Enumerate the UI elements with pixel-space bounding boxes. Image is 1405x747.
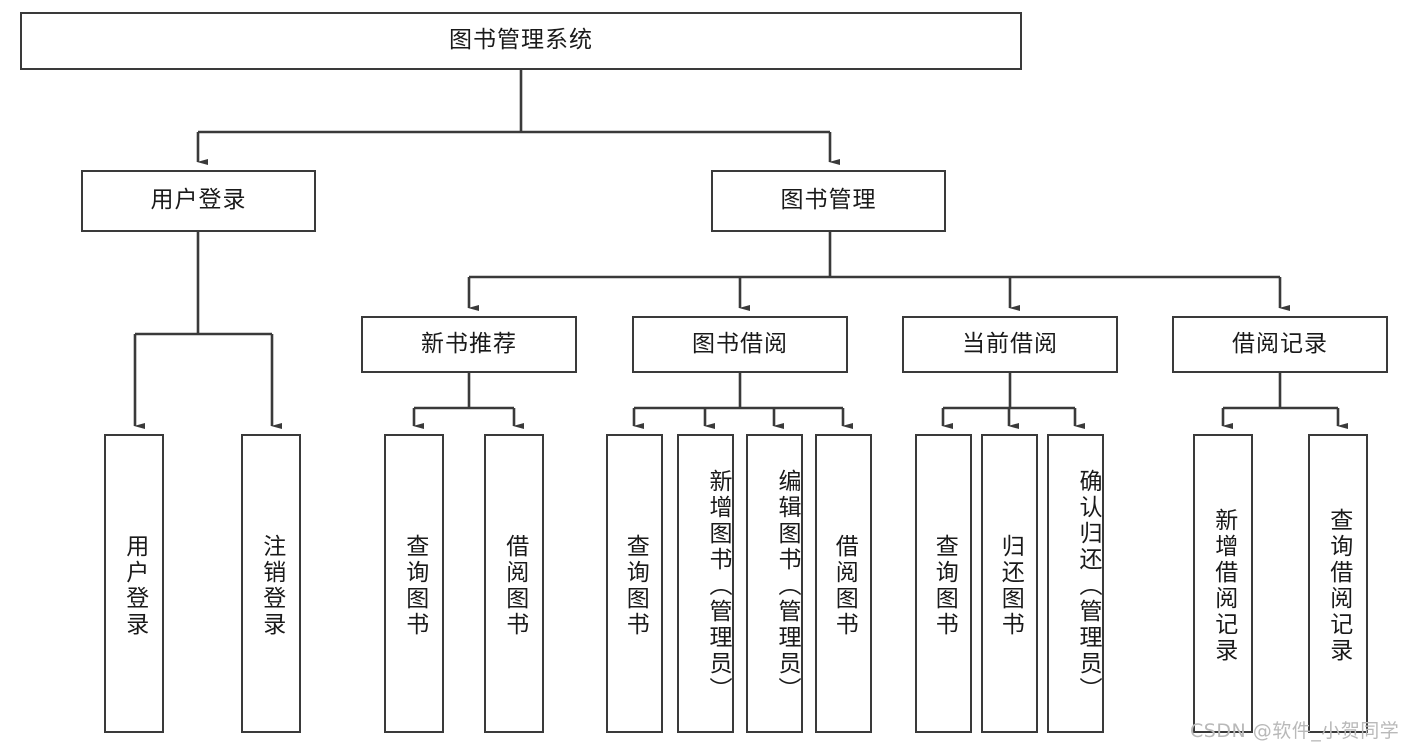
node-new-book-recommend[interactable]: 新书推荐 [361, 316, 577, 373]
node-label: 新书推荐 [421, 330, 517, 357]
node-label: 用户登录 [121, 533, 148, 638]
node-label: 图书管理 [780, 187, 877, 214]
leaf-return-book[interactable]: 归还图书 [981, 434, 1038, 733]
node-label: 编辑图书（管理员） [774, 468, 800, 703]
node-book-management[interactable]: 图书管理 [711, 170, 946, 232]
node-user-login[interactable]: 用户登录 [81, 170, 316, 232]
node-label: 查询图书 [401, 533, 428, 638]
leaf-query-book-borrow[interactable]: 查询图书 [606, 434, 663, 733]
leaf-add-borrow-record[interactable]: 新增借阅记录 [1193, 434, 1253, 733]
node-label: 用户登录 [150, 187, 247, 214]
node-label: 借阅图书 [501, 533, 528, 638]
leaf-logout[interactable]: 注销登录 [241, 434, 301, 733]
leaf-borrow-book-recommend[interactable]: 借阅图书 [484, 434, 544, 733]
node-label: 查询图书 [931, 533, 958, 638]
node-label: 图书管理系统 [449, 27, 593, 54]
node-label: 新增图书（管理员） [705, 468, 731, 703]
node-label: 确认归还（管理员） [1075, 468, 1101, 703]
node-label: 图书借阅 [692, 330, 788, 357]
node-borrow-record[interactable]: 借阅记录 [1172, 316, 1388, 373]
node-label: 新增借阅记录 [1210, 507, 1237, 664]
leaf-confirm-return-admin[interactable]: 确认归还（管理员） [1047, 434, 1104, 733]
leaf-user-login[interactable]: 用户登录 [104, 434, 164, 733]
leaf-borrow-book[interactable]: 借阅图书 [815, 434, 872, 733]
node-label: 注销登录 [258, 533, 285, 638]
node-book-borrow[interactable]: 图书借阅 [632, 316, 848, 373]
node-current-borrow[interactable]: 当前借阅 [902, 316, 1118, 373]
leaf-query-borrow-record[interactable]: 查询借阅记录 [1308, 434, 1368, 733]
csdn-watermark: CSDN @软件_小贺同学 [1190, 720, 1400, 742]
node-label: 归还图书 [997, 533, 1024, 638]
leaf-edit-book-admin[interactable]: 编辑图书（管理员） [746, 434, 803, 733]
leaf-add-book-admin[interactable]: 新增图书（管理员） [677, 434, 734, 733]
node-label: 当前借阅 [962, 330, 1058, 357]
node-root-book-management-system[interactable]: 图书管理系统 [20, 12, 1022, 70]
node-label: 借阅图书 [831, 533, 858, 638]
node-label: 查询图书 [622, 533, 649, 638]
leaf-query-book-current[interactable]: 查询图书 [915, 434, 972, 733]
node-label: 查询借阅记录 [1325, 507, 1352, 664]
leaf-query-book-recommend[interactable]: 查询图书 [384, 434, 444, 733]
node-label: 借阅记录 [1232, 330, 1328, 357]
